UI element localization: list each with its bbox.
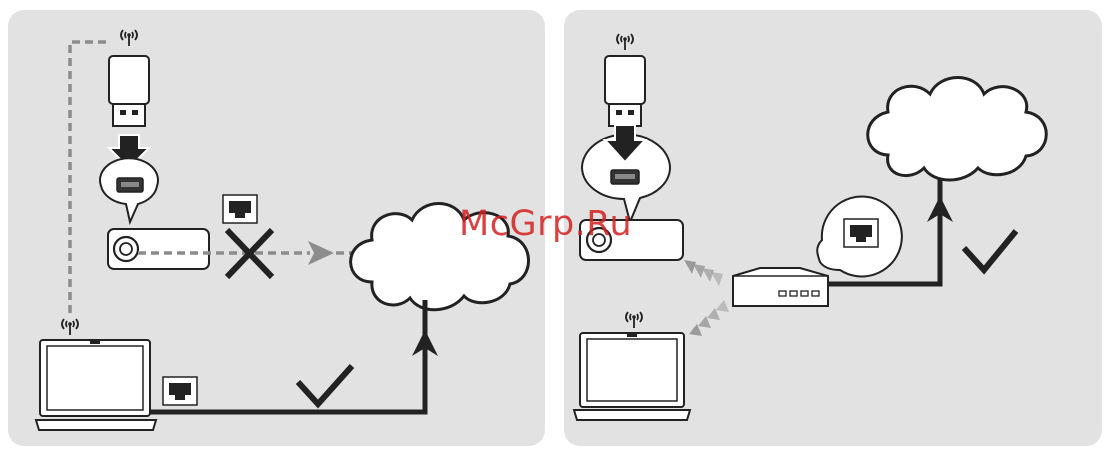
ethernet-icon xyxy=(844,219,878,247)
projector-icon xyxy=(108,229,209,269)
cloud-icon xyxy=(868,78,1047,181)
right-panel xyxy=(564,10,1102,446)
ethernet-icon xyxy=(223,195,257,223)
ethernet-icon xyxy=(163,377,197,405)
usb-dongle-icon xyxy=(109,56,149,126)
router-icon xyxy=(733,268,828,306)
usb-dongle-icon xyxy=(605,56,645,126)
laptop-icon xyxy=(36,340,156,430)
watermark: McGrp.Ru xyxy=(459,204,632,244)
laptop-icon xyxy=(574,333,690,420)
